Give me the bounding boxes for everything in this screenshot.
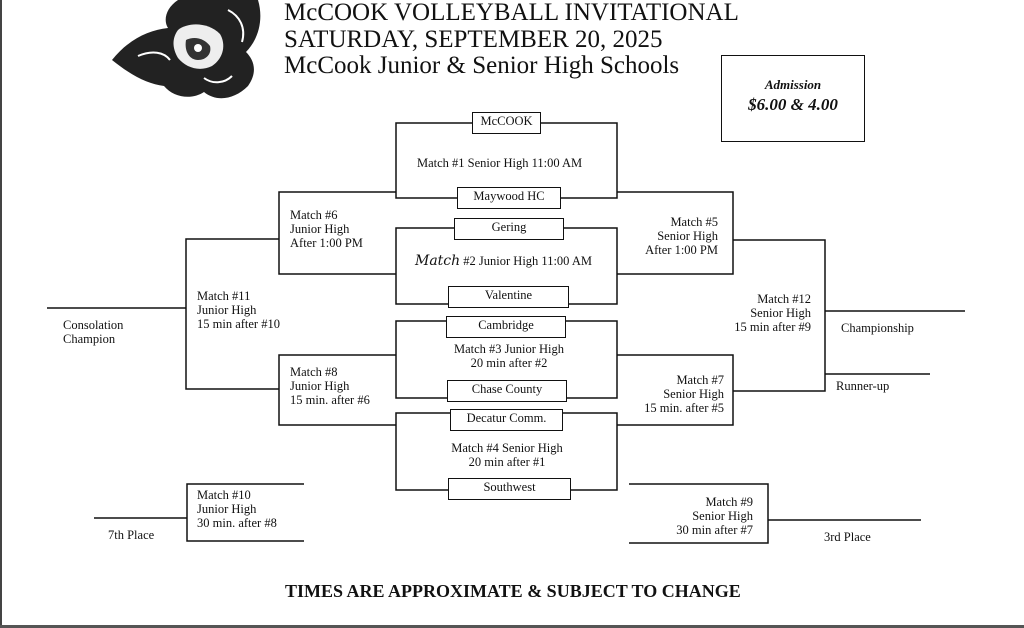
match-6-line2: Junior High — [290, 222, 350, 236]
match-12-line2: Senior High — [750, 306, 811, 320]
consolation-line1: Consolation — [63, 318, 124, 332]
match-9-line2: Senior High — [692, 509, 753, 523]
match-3-line2: 20 min after #2 — [470, 356, 548, 370]
team-box-chase-county: Chase County — [447, 380, 567, 402]
match-5-line2: Senior High — [657, 229, 718, 243]
consolation-line2: Champion — [63, 332, 116, 346]
tournament-title: McCOOK VOLLEYBALL INVITATIONAL — [284, 0, 739, 26]
tournament-date: SATURDAY, SEPTEMBER 20, 2025 — [284, 26, 663, 53]
championship-label: Championship — [841, 321, 914, 335]
match-11-line2: Junior High — [197, 303, 257, 317]
match-12-label: Match #12 Senior High 15 min after #9 — [730, 292, 811, 334]
match-2-text: #2 Junior High 11:00 AM — [463, 254, 593, 268]
buffalo-logo-icon — [112, 0, 261, 99]
match-10-line1: Match #10 — [197, 488, 251, 502]
seventh-place-label: 7th Place — [108, 528, 155, 542]
admission-label: Admission — [764, 77, 822, 92]
left-border — [0, 0, 2, 628]
match-8-line1: Match #8 — [290, 365, 338, 379]
match-12-line3: 15 min after #9 — [734, 320, 811, 334]
match-10-line2: Junior High — [197, 502, 257, 516]
team-box-mccook: McCOOK — [472, 112, 541, 134]
match-7-label: Match #7 Senior High 15 min. after #5 — [630, 373, 724, 415]
team-box-gering: Gering — [454, 218, 564, 240]
team-box-valentine: Valentine — [448, 286, 569, 308]
match-12-line1: Match #12 — [757, 292, 811, 306]
match-9-line3: 30 min after #7 — [676, 523, 753, 537]
match-10-line3: 30 min. after #8 — [197, 516, 277, 530]
match-2-label: Match #2 Junior High 11:00 AM — [415, 254, 592, 268]
match-9-line1: Match #9 — [705, 495, 753, 509]
match-11-label: Match #11 Junior High 15 min after #10 — [197, 289, 280, 331]
match-9-label: Match #9 Senior High 30 min after #7 — [673, 495, 753, 537]
footer-notice: TIMES ARE APPROXIMATE & SUBJECT TO CHANG… — [285, 581, 741, 601]
team-box-southwest: Southwest — [448, 478, 571, 500]
match-11-line3: 15 min after #10 — [197, 317, 280, 331]
admission-price: $6.00 & 4.00 — [748, 95, 838, 114]
tournament-location: McCook Junior & Senior High Schools — [284, 52, 680, 79]
match-4-label: Match #4 Senior High 20 min after #1 — [446, 441, 568, 469]
team-box-cambridge: Cambridge — [446, 316, 566, 338]
runner-up-label: Runner-up — [836, 379, 890, 393]
third-place-label: 3rd Place — [824, 530, 871, 544]
match-7-line3: 15 min. after #5 — [644, 401, 724, 415]
match-10-label: Match #10 Junior High 30 min. after #8 — [197, 488, 277, 530]
match-2-handwritten: Match — [415, 253, 461, 269]
match-5-line3: After 1:00 PM — [645, 243, 718, 257]
match-6-line3: After 1:00 PM — [290, 236, 363, 250]
match-6-label: Match #6 Junior High After 1:00 PM — [290, 208, 363, 250]
match-8-line3: 15 min. after #6 — [290, 393, 370, 407]
match-4-line2: 20 min after #1 — [468, 455, 546, 469]
match-7-line2: Senior High — [663, 387, 724, 401]
consolation-champion-label: Consolation Champion — [63, 318, 123, 346]
match-3-label: Match #3 Junior High 20 min after #2 — [448, 342, 570, 370]
match-6-line1: Match #6 — [290, 208, 338, 222]
match-5-line1: Match #5 — [670, 215, 718, 229]
match-8-label: Match #8 Junior High 15 min. after #6 — [290, 365, 370, 407]
admission-box: Admission $6.00 & 4.00 — [721, 55, 865, 142]
match-11-line1: Match #11 — [197, 289, 251, 303]
match-3-line1: Match #3 Junior High — [453, 342, 565, 356]
match-8-line2: Junior High — [290, 379, 350, 393]
match-7-line1: Match #7 — [676, 373, 724, 387]
bottom-border — [0, 625, 1024, 628]
match-4-line1: Match #4 Senior High — [451, 441, 563, 455]
match-1-label: Match #1 Senior High 11:00 AM — [417, 156, 583, 170]
team-box-maywood: Maywood HC — [457, 187, 561, 209]
team-box-decatur: Decatur Comm. — [450, 409, 563, 431]
match-5-label: Match #5 Senior High After 1:00 PM — [636, 215, 718, 257]
